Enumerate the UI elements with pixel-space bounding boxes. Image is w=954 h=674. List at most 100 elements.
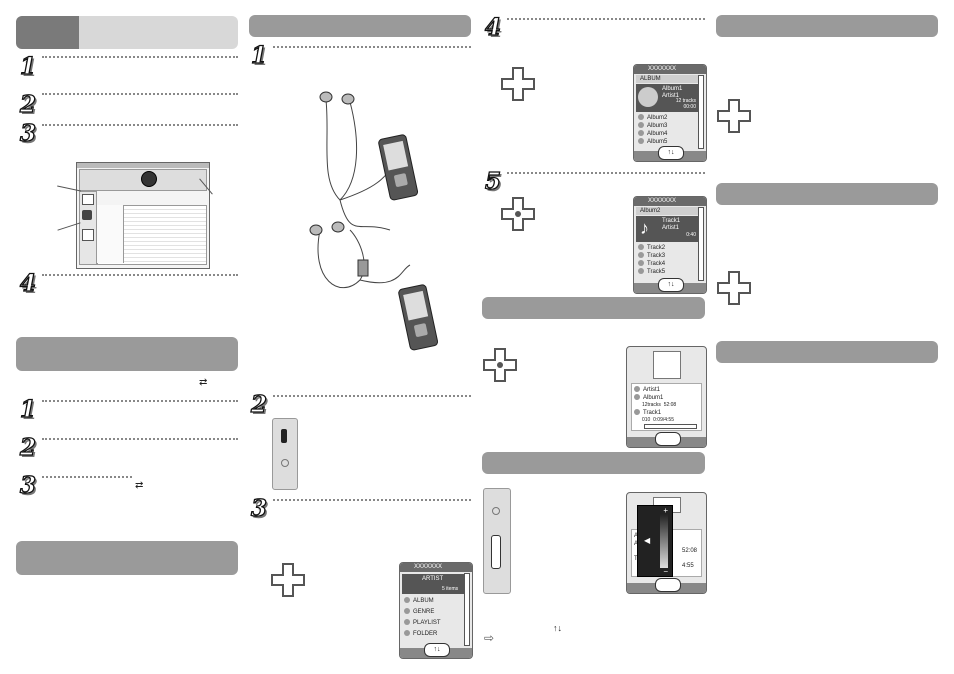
earbud <box>319 91 333 103</box>
section-header-bar <box>482 452 705 474</box>
menu-item: GENRE <box>404 608 434 616</box>
player-screen-volume: Ar Al 52:08 Tr 4:55 ◀ + − <box>626 492 707 594</box>
earphone-cord <box>325 99 357 201</box>
device-icon-a <box>82 194 94 205</box>
device-side-view <box>272 418 298 490</box>
volume-plus: + <box>663 506 668 515</box>
earphone-cord <box>359 264 411 284</box>
step-number: 2 <box>250 391 267 418</box>
track-line: Track1 <box>634 409 661 417</box>
nav-button: ↑↓ <box>424 643 450 657</box>
cross-key-center-icon <box>483 348 517 382</box>
section-header-bar <box>482 297 705 319</box>
device-side-view <box>483 488 511 594</box>
track-line: Tr <box>634 555 639 563</box>
sync-icon: ⇄ <box>135 480 144 491</box>
button-icon <box>281 459 289 467</box>
remote-control <box>357 259 369 277</box>
title-tab-light <box>79 16 238 49</box>
step-number: 2 <box>19 91 36 118</box>
section-header-bar <box>716 15 938 37</box>
earbud <box>331 221 345 233</box>
player-screen-menu: XXXXXXX ARTIST 5 items ALBUM GENRE PLAYL… <box>399 562 473 659</box>
disc-icon <box>638 87 658 107</box>
dotted-divider <box>507 18 705 20</box>
earphone-illustration <box>309 91 439 351</box>
player-device-a <box>378 134 419 201</box>
earphone-cord <box>317 229 365 289</box>
play-pause-button <box>654 578 681 592</box>
list-item: Track5 <box>638 268 665 276</box>
cross-key-icon <box>501 67 535 101</box>
track-meta: 010 0:09/4:55 <box>642 417 674 423</box>
scrollbar <box>698 207 704 281</box>
nav-button: ↑↓ <box>658 278 684 292</box>
section-header-bar <box>716 341 938 363</box>
speaker-icon: ◀ <box>644 536 651 545</box>
earphone-cord <box>339 199 391 231</box>
volume-overlay: ◀ + − <box>637 505 673 577</box>
album-line: Album1 <box>634 394 663 402</box>
player-screen-playing: Artist1 Album1 12tracks 52:08 Track1 010… <box>626 346 707 448</box>
album-meta: 52:08 <box>682 548 698 554</box>
play-pause-button <box>654 432 681 446</box>
list-item: Track3 <box>638 252 665 260</box>
earbud <box>309 224 323 236</box>
highlight-time: 0:40 <box>686 232 696 238</box>
screen-header: XXXXXXX <box>400 563 472 572</box>
screen-header: XXXXXXX <box>634 197 706 206</box>
album-meta: 12tracks 52:08 <box>642 402 677 408</box>
dotted-divider <box>273 46 471 48</box>
cross-key-icon <box>717 99 751 133</box>
dotted-divider <box>42 438 238 440</box>
sync-icon: ⇄ <box>199 377 208 388</box>
dotted-divider <box>507 172 705 174</box>
button-icon <box>492 507 500 515</box>
list-item: Track4 <box>638 260 665 268</box>
progress-bar <box>644 424 697 429</box>
volume-level-bar <box>660 514 668 568</box>
step-number: 3 <box>250 495 267 522</box>
screen-subheader: ALBUM <box>636 75 698 83</box>
album-line: Al <box>634 540 639 548</box>
dotted-divider <box>42 93 238 95</box>
step-number: 2 <box>19 434 36 461</box>
list-item: Album2 <box>638 114 667 122</box>
section-header-bar <box>249 15 471 37</box>
step-number: 3 <box>19 120 36 147</box>
artist-line: Artist1 <box>634 386 660 394</box>
section-header-bar <box>16 541 238 575</box>
dotted-divider <box>273 395 471 397</box>
dotted-divider <box>42 274 238 276</box>
menu-item-sub: 5 items <box>442 586 459 592</box>
list-item: Album5 <box>638 138 667 146</box>
menu-item: PLAYLIST <box>404 619 441 627</box>
arrow-icon: ⇨ <box>484 631 495 645</box>
scrollbar <box>698 75 704 149</box>
device-icon-b <box>82 210 92 220</box>
volume-button-icon <box>491 535 501 569</box>
player-device-b <box>398 284 439 351</box>
window-panel-left <box>79 191 97 265</box>
software-window <box>76 162 210 269</box>
step-number: 1 <box>19 53 36 80</box>
track-info-panel: Artist1 Album1 12tracks 52:08 Track1 010… <box>631 383 702 431</box>
step-number: 5 <box>484 168 501 195</box>
disc-icon <box>141 171 157 187</box>
device-icon-c <box>82 229 94 241</box>
album-art-icon <box>653 351 681 379</box>
section-header-bar <box>16 337 238 371</box>
screen-subheader: Album2 <box>636 207 698 215</box>
list-item: Album3 <box>638 122 667 130</box>
dotted-divider <box>42 476 132 478</box>
dotted-divider <box>273 499 471 501</box>
nav-button: ↑↓ <box>658 146 684 160</box>
volume-minus: − <box>663 567 668 576</box>
track-meta: 4:55 <box>682 563 694 569</box>
step-number: 1 <box>19 396 36 423</box>
